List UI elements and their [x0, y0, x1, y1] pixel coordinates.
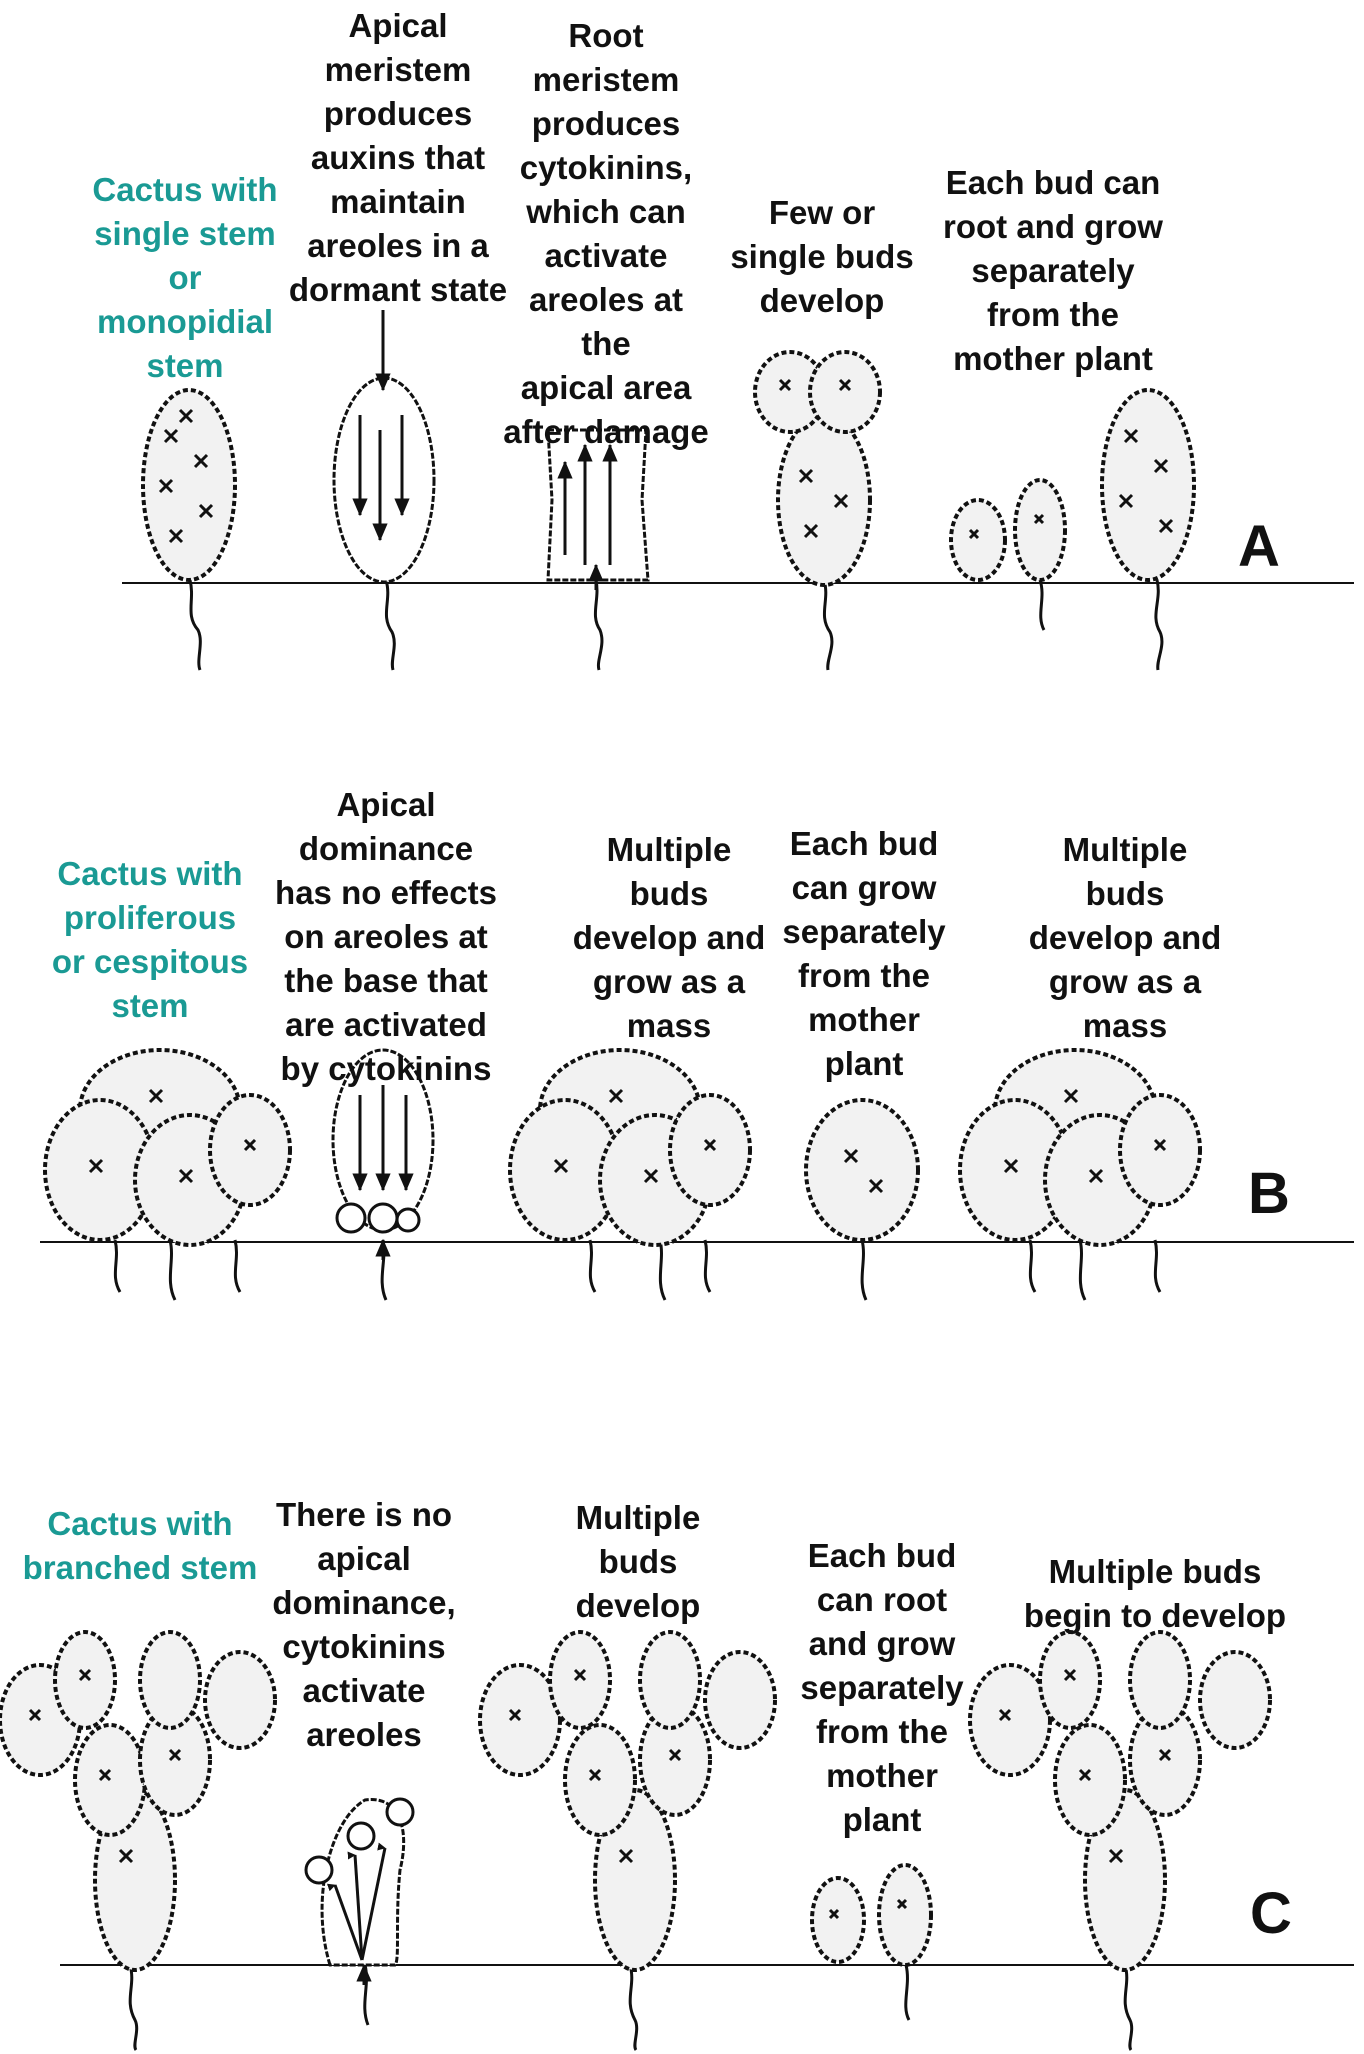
- panel-a-label-separate: Each bud can root and grow separately fr…: [943, 164, 1163, 377]
- panel-c-letter: C: [1250, 1881, 1292, 1946]
- panel-c-label-multiple: Multiple buds develop: [575, 1499, 701, 1624]
- panel-a-label-few-buds: Few or single buds develop: [730, 194, 914, 319]
- panel-c-label-begin: Multiple buds begin to develop: [1023, 1553, 1287, 1634]
- panel-c-label-no-dominance: There is no apical dominance, cytokinins…: [272, 1496, 456, 1753]
- panel-c-title: Cactus with branched stem: [22, 1505, 258, 1586]
- plant-a-cytokinin: [546, 428, 650, 671]
- plant-a-few-buds: [753, 350, 882, 671]
- plant-b-separate-bud: [804, 1098, 920, 1301]
- panel-b-title: Cactus with proliferous or cespitous ste…: [51, 855, 249, 1024]
- plant-b-mass-1: [43, 1048, 292, 1301]
- plant-c-separate-buds: [810, 1863, 933, 2021]
- plant-a-single-stem: [141, 388, 237, 671]
- plant-b-cytokinin: [331, 1048, 435, 1301]
- panel-a-label-auxin: Apical meristem produces auxins that mai…: [288, 7, 508, 308]
- panel-b-label-mass-2: Multiple buds develop and grow as a mass: [1028, 831, 1222, 1044]
- plant-c-cytokinin: [304, 1797, 415, 2026]
- plant-c-branched-1: [0, 1630, 277, 2051]
- panel-b-label-mass-1: Multiple buds develop and grow as a mass: [572, 831, 766, 1044]
- plant-c-branched-3: [968, 1630, 1272, 2051]
- panel-b-label-dominance: Apical dominance has no effects on areol…: [275, 786, 497, 1087]
- plant-b-mass-3: [958, 1048, 1202, 1301]
- panel-a-title: Cactus with single stem or monopidial st…: [92, 171, 278, 384]
- panel-b-letter: B: [1248, 1161, 1290, 1226]
- plant-c-branched-2: [478, 1630, 777, 2051]
- panel-b-label-separate: Each bud can grow separately from the mo…: [782, 825, 946, 1082]
- plant-a-separate-buds: [949, 388, 1196, 671]
- plant-a-auxin: [332, 310, 436, 671]
- plant-b-mass-2: [508, 1048, 752, 1301]
- panel-c-label-separate: Each bud can root and grow separately fr…: [800, 1537, 964, 1838]
- panel-a-label-cytokinin: Root meristem produces cytokinins, which…: [503, 17, 709, 450]
- panel-a-letter: A: [1238, 514, 1280, 579]
